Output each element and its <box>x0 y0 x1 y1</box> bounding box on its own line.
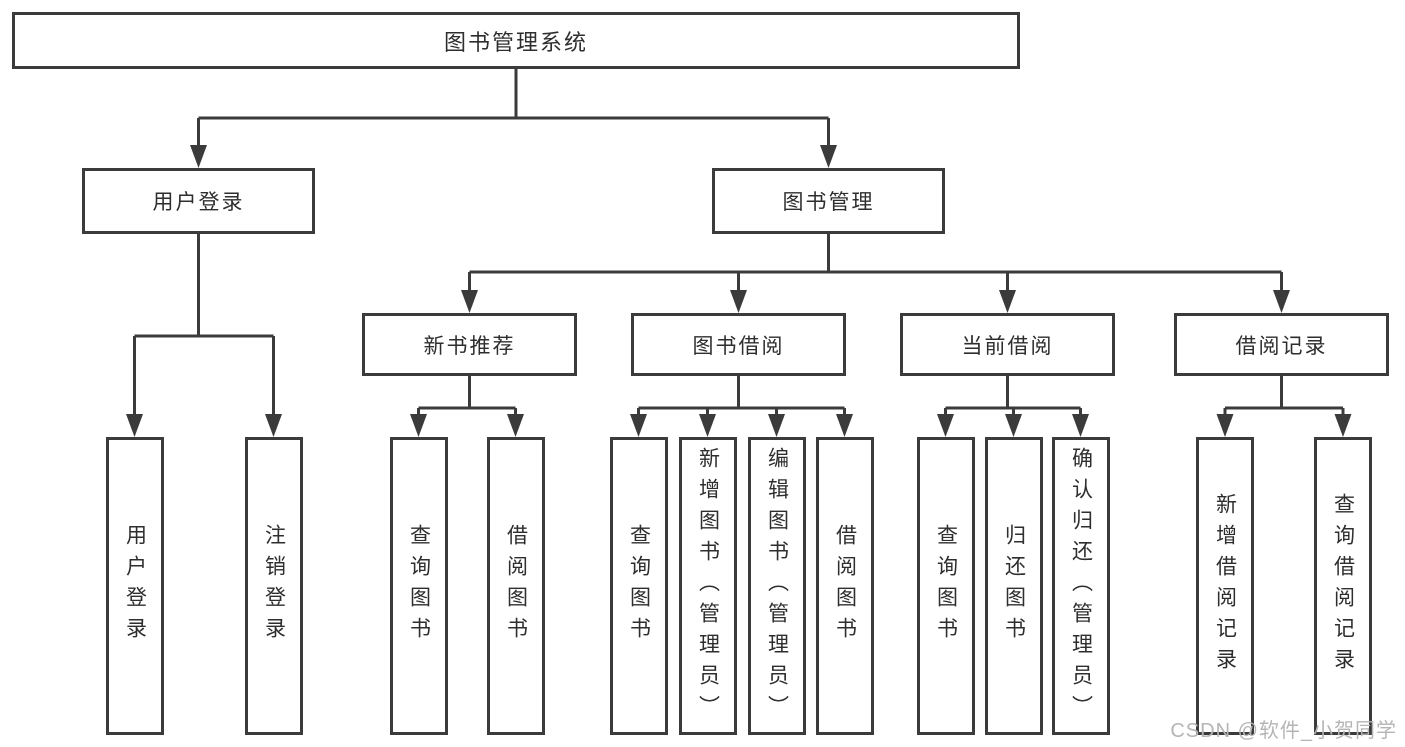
node-root-system: 图书管理系统 <box>12 12 1020 69</box>
node-label: 借阅图书 <box>833 524 857 648</box>
node-book-borrowing: 图书借阅 <box>631 313 846 376</box>
node-new-book-recommend: 新书推荐 <box>362 313 577 376</box>
leaf-borrow-query-books: 查询图书 <box>610 437 668 735</box>
node-label: 用户登录 <box>123 524 147 648</box>
node-label: 查询借阅记录 <box>1331 493 1355 679</box>
node-label: 当前借阅 <box>961 334 1054 358</box>
connector-borrow-record-to-leaves <box>1216 376 1352 437</box>
node-label: 新增图书（管理员） <box>696 446 720 726</box>
leaf-confirm-return-admin: 确认归还（管理员） <box>1052 437 1110 735</box>
node-label: 查询图书 <box>934 524 958 648</box>
node-borrowing-records: 借阅记录 <box>1174 313 1389 376</box>
node-label: 新书推荐 <box>423 334 516 358</box>
node-user-login: 用户登录 <box>82 168 315 234</box>
node-label: 查询图书 <box>627 524 651 648</box>
leaf-add-borrow-record: 新增借阅记录 <box>1196 437 1254 735</box>
node-book-management: 图书管理 <box>712 168 945 234</box>
connector-book-mgmt-to-level3 <box>461 234 1290 313</box>
node-label: 图书管理 <box>782 191 875 214</box>
node-label: 注销登录 <box>262 524 286 648</box>
leaf-current-query-books: 查询图书 <box>917 437 975 735</box>
node-label: 确认归还（管理员） <box>1069 446 1093 726</box>
node-label: 查询图书 <box>407 524 431 648</box>
node-label: 借阅记录 <box>1235 334 1328 358</box>
leaf-query-borrow-record: 查询借阅记录 <box>1314 437 1372 735</box>
leaf-newbook-query-books: 查询图书 <box>390 437 448 735</box>
node-label: 新增借阅记录 <box>1213 493 1237 679</box>
connector-book-borrow-to-leaves <box>630 376 853 437</box>
leaf-edit-books-admin: 编辑图书（管理员） <box>748 437 806 735</box>
node-label: 图书借阅 <box>692 334 785 358</box>
connector-user-login-to-leaves <box>126 234 282 437</box>
node-label: 编辑图书（管理员） <box>765 446 789 726</box>
node-label: 借阅图书 <box>504 524 528 648</box>
leaf-newbook-borrow-books: 借阅图书 <box>487 437 545 735</box>
node-label: 用户登录 <box>152 191 245 214</box>
node-label: 图书管理系统 <box>443 29 588 55</box>
leaf-return-books: 归还图书 <box>985 437 1043 735</box>
connector-current-borrow-to-leaves <box>937 376 1089 437</box>
leaf-user-login: 用户登录 <box>106 437 164 735</box>
leaf-logout: 注销登录 <box>245 437 303 735</box>
node-label: 归还图书 <box>1002 524 1026 648</box>
leaf-borrow-books: 借阅图书 <box>816 437 874 735</box>
node-current-borrowing: 当前借阅 <box>900 313 1115 376</box>
leaf-add-books-admin: 新增图书（管理员） <box>679 437 737 735</box>
connector-root-to-level2 <box>190 68 837 168</box>
watermark: CSDN @软件_小贺同学 <box>1170 720 1397 742</box>
connector-new-book-to-leaves <box>410 376 524 437</box>
